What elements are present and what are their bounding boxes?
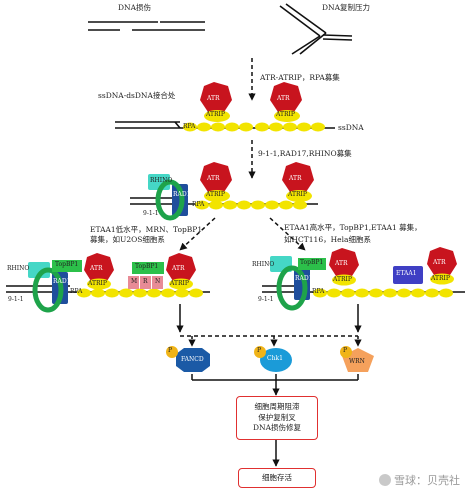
atrip-label-s2b: ATRIP	[276, 111, 295, 118]
atrip-label-s3b: ATRIP	[288, 191, 307, 198]
survival-box: 细胞存活	[238, 468, 316, 488]
rhino-label-left: RHINO	[7, 265, 30, 272]
outcome-box: 细胞周期阻滞 保护复制叉 DNA损伤修复	[236, 396, 318, 440]
atr-label-s2a: ATR	[207, 95, 220, 102]
rpa-chain-stage3	[195, 200, 307, 210]
replication-fork-icon	[279, 3, 353, 55]
fancd-p-label: P	[168, 347, 173, 354]
mrn-r-label: R	[143, 278, 148, 285]
branch-left-line2: 募集，如U2OS细胞系	[90, 235, 165, 244]
xueqiu-logo-icon	[379, 474, 391, 486]
topbp1-left-b	[132, 262, 164, 274]
survival-label: 细胞存活	[262, 472, 292, 482]
rad-recruit-label: 9-1-1,RAD17,RHINO募集	[258, 149, 352, 158]
dna-damage-label: DNA损伤	[118, 3, 151, 12]
watermark-text: 雪球：贝壳社	[394, 474, 460, 487]
damaged-dna-icon	[88, 21, 205, 31]
rhino-rad17-complex-left	[28, 262, 68, 313]
atr-recruit-label: ATR-ATRIP，RPA募集	[260, 73, 340, 82]
rhino-rad17-complex-stage3	[148, 174, 188, 221]
junction-label: ssDNA-dsDNA接合处	[98, 91, 176, 100]
rhino-rad17-complex-right	[270, 256, 310, 311]
rad17-label-right: RAD17	[295, 275, 317, 282]
mrn-complex-left	[128, 276, 163, 289]
branch-right-line2: 如HCT116，Hela细胞系	[284, 235, 371, 244]
rpa-chain-right	[313, 288, 453, 298]
topbp1-left-a	[52, 260, 82, 272]
rpa-label-right: RPA	[312, 288, 325, 295]
rpa-chain-left	[77, 288, 203, 298]
rpa-chain-stage2	[183, 122, 325, 132]
rhino-label-s3: RHINO	[150, 177, 173, 184]
topbp1-label-right: TopBP1	[300, 259, 324, 266]
outcome-line-2: 保护复制叉	[258, 412, 296, 422]
chk1-protein	[254, 346, 292, 372]
wrn-label: WRN	[349, 358, 365, 365]
rhino-label-right: RHINO	[252, 261, 275, 268]
nine-label-left: 9-1-1	[8, 296, 24, 303]
branch-right-line1: ETAA1高水平，TopBP1,ETAA1 募集，	[284, 223, 422, 232]
replication-stress-label: DNA复制压力	[322, 3, 370, 12]
atr-complex-right-b	[427, 247, 457, 285]
atr-complex-stage3-a	[200, 162, 232, 202]
atr-label-s3b: ATR	[289, 175, 302, 182]
atrip-label-s3a: ATRIP	[206, 191, 225, 198]
topbp1-right	[298, 258, 326, 270]
mrn-n-label: N	[155, 278, 161, 285]
atr-complex-stage2-a	[200, 82, 232, 122]
mrn-m-label: M	[131, 278, 138, 285]
topbp1-label-left-b: TopBP1	[135, 263, 159, 270]
nine-label-s3: 9-1-1	[143, 210, 159, 217]
chk1-p-label: P	[257, 347, 262, 354]
topbp1-label-left-a: TopBP1	[55, 261, 79, 268]
nine-label-right: 9-1-1	[258, 296, 274, 303]
wrn-protein	[340, 346, 374, 372]
fancd-protein	[166, 346, 210, 372]
atr-label-left-a: ATR	[90, 265, 103, 272]
rpa-label-s3: RPA	[192, 201, 205, 208]
atrip-label-right-a: ATRIP	[333, 276, 352, 283]
atr-complex-left-a	[84, 253, 114, 290]
atr-complex-stage2-b	[270, 82, 302, 122]
ssdna-label: ssDNA	[338, 123, 364, 132]
atr-complex-stage3-b	[282, 162, 314, 202]
watermark: 雪球：贝壳社	[379, 472, 460, 488]
atrip-label-left-a: ATRIP	[88, 280, 107, 287]
atr-label-left-b: ATR	[172, 265, 185, 272]
etaa1-box	[393, 266, 423, 284]
atr-complex-left-b	[166, 253, 196, 290]
atr-label-right-a: ATR	[335, 260, 348, 267]
outcome-line-1: 细胞周期阻滞	[254, 401, 300, 411]
atrip-label-left-b: ATRIP	[170, 280, 189, 287]
rad17-label-s3: RAD17	[173, 191, 195, 198]
rpa-label-s2: RPA	[183, 123, 196, 130]
rad17-label-left: RAD17	[53, 278, 75, 285]
branch-left-line1: ETAA1低水平，MRN、TopBP1	[90, 225, 203, 234]
arrow-branch-right	[269, 217, 306, 251]
atr-label-s3a: ATR	[207, 175, 220, 182]
etaa1-label: ETAA1	[396, 270, 417, 277]
atr-label-right-b: ATR	[433, 259, 446, 266]
outcome-line-3: DNA损伤修复	[253, 423, 301, 433]
atr-complex-right-a	[329, 248, 359, 286]
atrip-label-right-b: ATRIP	[431, 275, 450, 282]
arrow-branch-left	[179, 217, 216, 251]
atr-label-s2b: ATR	[277, 95, 290, 102]
wrn-p-label: P	[343, 347, 348, 354]
atrip-label-s2a: ATRIP	[206, 111, 225, 118]
chk1-label: Chk1	[267, 355, 283, 362]
rpa-label-left: RPA	[70, 288, 83, 295]
fancd-label: FANCD	[181, 356, 204, 363]
